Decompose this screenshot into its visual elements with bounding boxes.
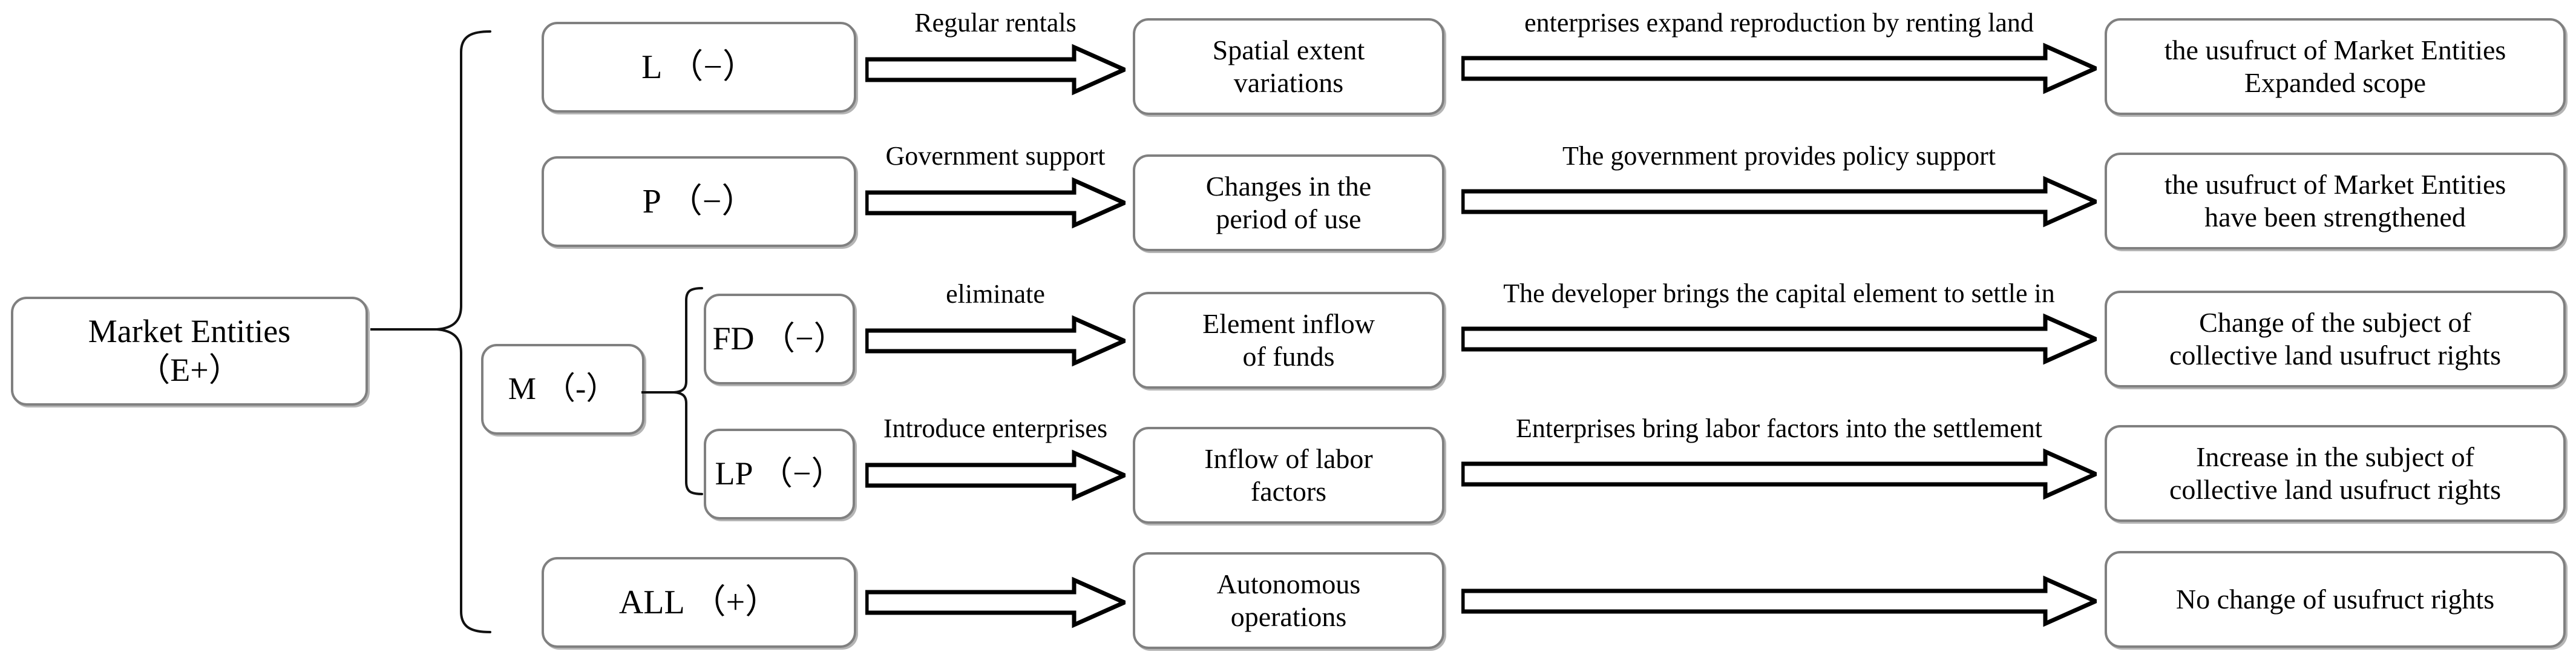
arrow2-row-lp: Enterprises bring labor factors into the… [1461, 415, 2097, 501]
arrow1-row-fd: eliminate [865, 281, 1126, 368]
factor-box-all[interactable]: ALL （+） [542, 557, 856, 648]
factor-box-p[interactable]: P （−） [542, 156, 856, 247]
arrow1-row-p: Government support [865, 143, 1126, 230]
arrow1-row-all [865, 575, 1126, 630]
arrow2-row-fd: The developer brings the capital element… [1461, 280, 2097, 366]
arrow2-label-fd: The developer brings the capital element… [1503, 279, 2055, 308]
factor-box-lp[interactable]: LP （−） [704, 429, 855, 519]
arrow2-row-all [1461, 574, 2097, 628]
factor-label-lp: LP （−） [715, 455, 844, 492]
arrow2-row-p: The government provides policy support [1461, 143, 2097, 229]
factor-label-l: L （−） [641, 48, 756, 86]
factor-label-fd: FD （−） [712, 320, 847, 357]
node-market-entities-label: Market Entities（E+） [88, 313, 291, 388]
arrow2-row-l: enterprises expand reproduction by renti… [1461, 10, 2097, 96]
result-box-all[interactable]: No change of usufruct rights [2105, 551, 2566, 648]
arrow1-label-p: Government support [885, 141, 1106, 171]
arrow2-label-p: The government provides policy support [1562, 141, 1996, 171]
arrow1-row-lp: Introduce enterprises [865, 415, 1126, 503]
factor-label-all: ALL （+） [618, 583, 779, 621]
factor-box-fd[interactable]: FD （−） [704, 294, 855, 384]
arrow1-label-fd: eliminate [946, 279, 1045, 309]
main-brace [370, 24, 491, 642]
arrow1-label-lp: Introduce enterprises [883, 414, 1108, 443]
node-market-entities[interactable]: Market Entities（E+） [11, 297, 368, 406]
arrow1-row-l: Regular rentals [865, 10, 1126, 97]
m-sub-brace [641, 285, 708, 496]
factor-label-p: P （−） [642, 182, 756, 220]
group-box-m[interactable]: M （-） [481, 344, 644, 435]
arrow1-label-l: Regular rentals [914, 8, 1077, 38]
group-label-m: M （-） [508, 372, 618, 407]
factor-box-l[interactable]: L （−） [542, 22, 856, 113]
result-label-all: No change of usufruct rights [2175, 583, 2495, 615]
arrow2-label-l: enterprises expand reproduction by renti… [1524, 8, 2034, 38]
arrow2-label-lp: Enterprises bring labor factors into the… [1516, 414, 2042, 443]
